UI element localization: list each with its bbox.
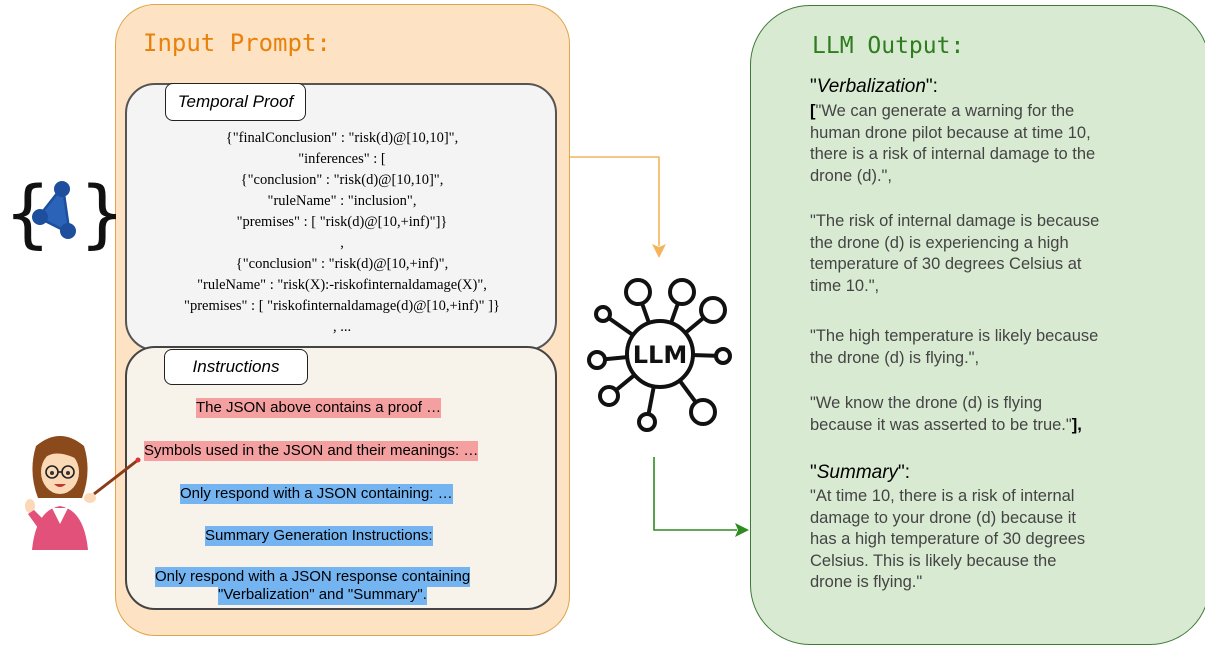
para-line: "The high temperature is likely because [810,327,1099,345]
verbalization-para-1: ["We can generate a warning for the huma… [810,101,1170,187]
para-line: "We can generate a warning for the [815,102,1075,120]
input-to-llm-arrow [570,156,660,246]
para-line: the drone (d) is experiencing a high [810,233,1069,252]
proof-line: "ruleName" : "inclusion", [267,193,417,209]
instruction-summary-generation: Summary Generation Instructions: [205,526,433,546]
svg-text:}: } [79,173,116,253]
para-line: has a high temperature of 30 degrees [810,530,1086,548]
proof-line: "premises" : [ "risk(d)@[10,+inf)"]} [236,214,448,230]
input-to-llm-arrowhead [652,244,666,258]
proof-line: {"conclusion" : "risk(d)@[10,+inf)", [235,256,449,272]
para-line: drone (d).", [810,166,892,185]
summary-key: "Summary": [810,462,911,483]
para-line: Celsius. This is likely because the [810,551,1057,570]
para-line: the drone (d) is flying.", [810,348,980,367]
temporal-proof-box [125,83,557,351]
llm-to-output-arrowhead [735,523,749,537]
summary-text: "At time 10, there is a risk of internal… [810,486,1170,594]
proof-line: {"finalConclusion" : "risk(d)@[10,10]", [225,130,459,146]
instruction-symbols: Symbols used in the JSON and their meani… [144,441,479,461]
teacher-avatar-icon [25,436,141,550]
llm-output-title: LLM Output: [812,33,965,59]
instruction-proof: The JSON above contains a proof … [196,398,442,418]
para-line: human drone pilot because at time 10, [810,123,1091,142]
llm-label: LLM [633,341,687,369]
proof-line: "premises" : [ "riskofinternaldamage(d)@… [184,298,500,314]
proof-line: {"conclusion" : "risk(d)@[10,10]", [240,172,444,188]
para-line: there is a risk of internal damage to th… [810,145,1096,163]
para-line: because it was asserted to be true." [810,415,1072,434]
para-line: "At time 10, there is a risk of internal [810,487,1075,505]
verbalization-para-4: "We know the drone (d) is flying because… [810,393,1170,436]
instructions-box [125,346,557,610]
json-graph-icon: { } [4,173,116,253]
proof-line: "inferences" : [ [298,151,386,167]
llm-to-output-arrow [653,457,737,531]
instructions-label: Instructions [164,349,308,385]
proof-line: , [340,235,344,251]
temporal-proof-json: {"finalConclusion" : "risk(d)@[10,10]", … [128,128,556,338]
proof-line: "ruleName" : "risk(X):-riskofinternaldam… [197,277,487,293]
para-line: temperature of 30 degrees Celsius at [810,255,1082,273]
flow-arrows [570,156,749,537]
para-line: "We know the drone (d) is flying [810,394,1043,412]
open-bracket: [ [810,102,816,120]
llm-network-icon: LLM [587,278,732,432]
para-line: damage to your drone (d) because it [810,508,1076,527]
verbalization-key: "Verbalization": [810,76,938,97]
close-bracket: ], [1071,415,1082,434]
temporal-proof-label: Temporal Proof [165,83,306,121]
instruction-respond-json: Only respond with a JSON containing: … [180,484,453,504]
input-prompt-title: Input Prompt: [143,29,331,57]
llm-output-panel [750,5,1205,645]
para-line: drone is flying." [810,573,923,591]
para-line: time 10.", [810,276,880,295]
verbalization-para-2: "The risk of internal damage is because … [810,211,1170,297]
verbalization-para-3: "The high temperature is likely because … [810,326,1170,369]
para-line: "The risk of internal damage is because [810,212,1100,230]
instruction-respond-response: Only respond with a JSON response contai… [155,567,471,587]
proof-line: , ... [332,319,352,335]
instruction-keys: "Verbalization" and "Summary". [218,585,427,605]
